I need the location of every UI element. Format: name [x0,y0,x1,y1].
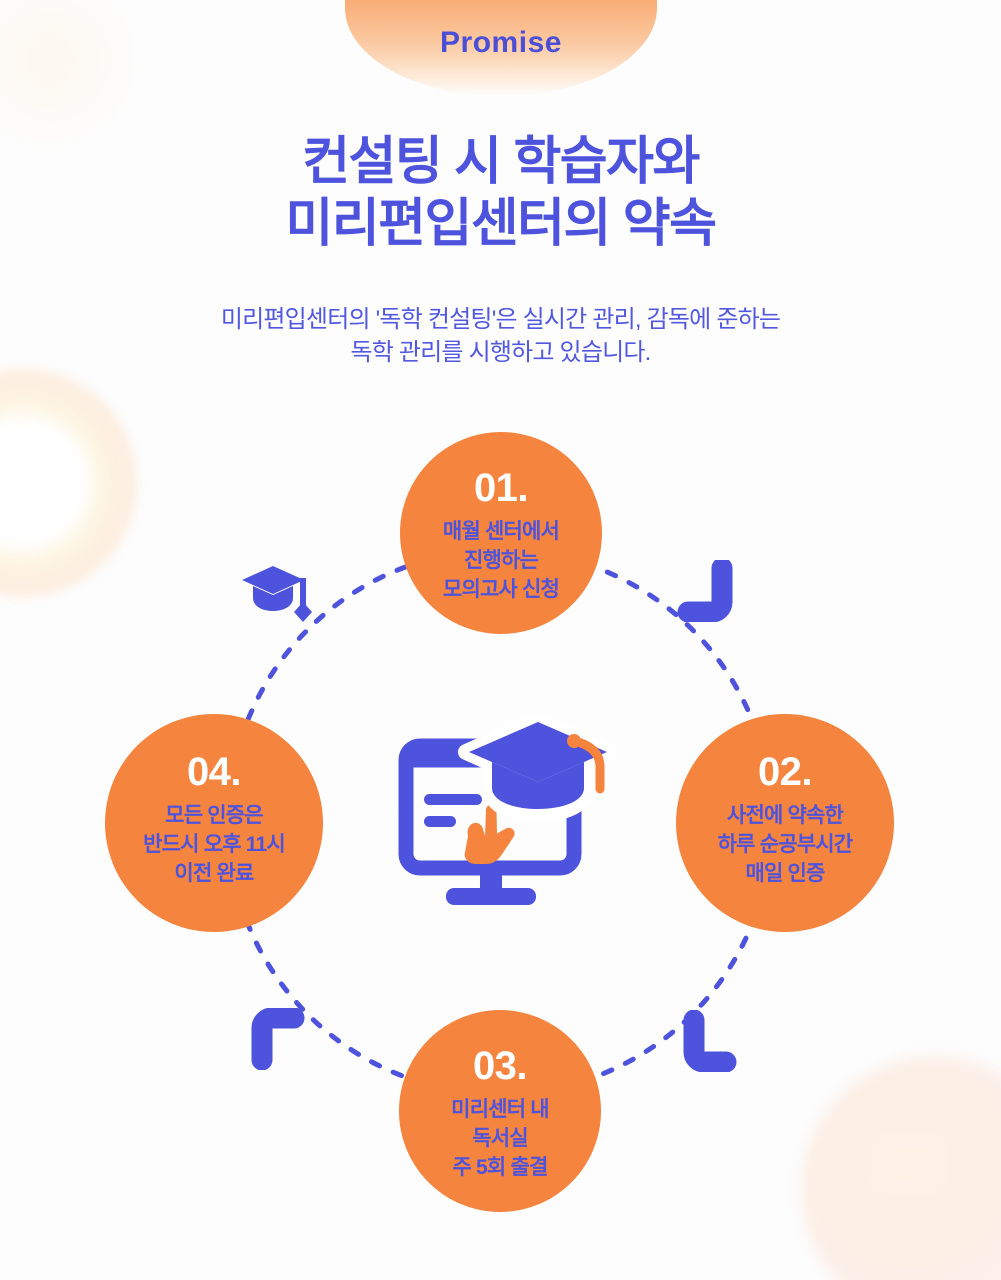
cycle-node-01-line-2: 진행하는 [463,549,539,572]
cycle-node-01-line-1: 매월 센터에서 [442,520,560,543]
cycle-node-03-line-3: 주 5회 출결 [452,1156,548,1179]
cycle-node-04-number: 04. [186,750,242,794]
cycle-node-03: 03. 미리센터 내 독서실 주 5회 출결 [399,1010,601,1212]
cycle-node-02: 02. 사전에 약속한 하루 순공부시간 매일 인증 [676,714,894,932]
chevron-arrow-icon [251,1008,305,1070]
monitor-graduation-cap-hand-icon [398,716,616,905]
cycle-node-01-number: 01. [473,466,529,510]
cycle-node-02-line-2: 하루 순공부시간 [717,833,853,856]
cycle-node-03-number: 03. [472,1044,528,1088]
cycle-node-01-line-3: 모의고사 신청 [442,578,560,601]
chevron-arrow-icon [683,1010,737,1072]
cycle-node-02-line-3: 매일 인증 [745,862,825,885]
cycle-node-01-text: 매월 센터에서 진행하는 모의고사 신청 [442,517,560,604]
promise-badge-label: Promise [440,26,562,59]
cycle-node-03-text: 미리센터 내 독서실 주 5회 출결 [451,1095,549,1182]
page-subtitle-line-2: 독학 관리를 시행하고 있습니다. [350,339,651,366]
cycle-node-04-line-1: 모든 인증은 [165,804,263,827]
cycle-node-04-text: 모든 인증은 반드시 오후 11시 이전 완료 [143,801,286,888]
cycle-node-04-line-3: 이전 완료 [174,862,254,885]
cycle-node-02-line-1: 사전에 약속한 [726,804,844,827]
cycle-node-04: 04. 모든 인증은 반드시 오후 11시 이전 완료 [105,714,323,932]
chevron-arrow-icon [677,560,733,622]
cycle-node-02-text: 사전에 약속한 하루 순공부시간 매일 인증 [718,801,853,888]
page-subtitle: 미리편입센터의 '독학 컨설팅'은 실시간 관리, 감독에 준하는 독학 관리를… [0,303,1001,369]
cycle-node-01: 01. 매월 센터에서 진행하는 모의고사 신청 [400,432,602,634]
page-title-line-1: 컨설팅 시 학습자와 [302,133,700,191]
graduation-cap-icon [242,566,312,622]
page-subtitle-line-1: 미리편입센터의 '독학 컨설팅'은 실시간 관리, 감독에 준하는 [220,306,781,333]
cycle-node-02-number: 02. [757,750,813,794]
cycle-node-03-line-1: 미리센터 내 [451,1098,549,1121]
cycle-node-03-line-2: 독서실 [472,1127,528,1150]
cycle-node-04-line-2: 반드시 오후 11시 [143,833,286,856]
page-title-line-2: 미리편입센터의 약속 [285,195,717,253]
page-title: 컨설팅 시 학습자와 미리편입센터의 약속 [0,131,1001,255]
